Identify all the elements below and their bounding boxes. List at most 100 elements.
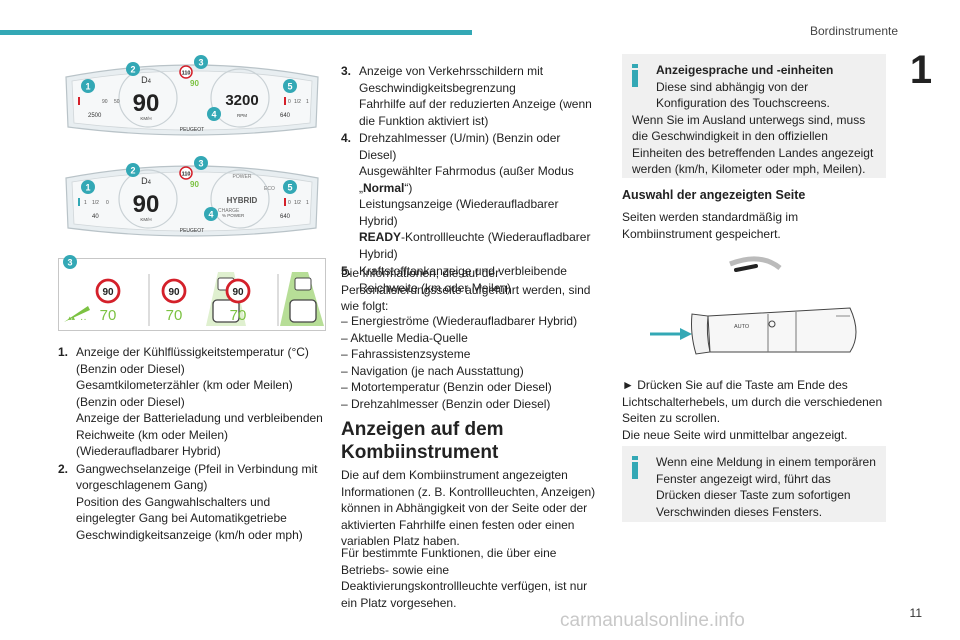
svg-text:▴▴: ▴▴ — [68, 315, 76, 322]
list-item: – Fahrassistenzsysteme — [341, 347, 471, 361]
svg-text:4: 4 — [208, 210, 213, 220]
speed-sign-2-value: 90 — [168, 287, 180, 298]
light-stalk-figure: AUTO — [640, 252, 868, 372]
hybrid-label: HYBRID — [227, 196, 258, 205]
speed-readout: 90 — [133, 90, 160, 117]
brand-logo-2: PEUGEOT — [180, 228, 204, 234]
svg-text:5: 5 — [287, 82, 292, 92]
speed-unit-2: KM/H — [140, 217, 151, 222]
fuel-range-value: 640 — [280, 113, 291, 119]
odometer-value: 2500 — [88, 113, 102, 119]
speed-sign-3-value: 90 — [232, 287, 244, 298]
personalisation-list: – Energieströme (Wiederaufladbarer Hybri… — [341, 313, 599, 412]
watermark: carmanualsonline.info — [560, 610, 745, 631]
battery-tick-0: 0 — [106, 200, 109, 206]
header-accent-bar — [0, 30, 472, 35]
section-paragraph-1: Die auf dem Kombiinstrument angezeigten … — [341, 468, 596, 548]
brand-logo: PEUGEOT — [180, 127, 204, 133]
subheading-page-selection: Auswahl der angezeigten Seite — [622, 188, 806, 202]
fuel-tick-half-2: 1/2 — [294, 200, 301, 206]
info-box-language-units: Anzeigesprache und -einheiten Diese sind… — [622, 54, 886, 178]
battery-tick-1: 1 — [84, 200, 87, 206]
temp-tick-50: 50 — [114, 99, 120, 105]
info-box-temporary-window: Wenn eine Meldung in einem temporären Fe… — [622, 446, 886, 522]
gear-indicator: D4 — [141, 75, 152, 85]
rpm-readout: 3200 — [225, 92, 258, 109]
section-heading: Anzeigen auf dem Kombiinstrument — [341, 419, 504, 463]
page-header-title: Bordinstrumente — [809, 24, 898, 38]
section-paragraph-2: Für bestimmte Funktionen, die über eine … — [341, 546, 588, 610]
svg-text:1: 1 — [85, 183, 90, 193]
speed-sign-1-icon — [95, 278, 121, 304]
list-item: 3. Anzeige von Verkehrsschildern mit Ges… — [341, 64, 592, 128]
fuel-tick-0: 0 — [288, 99, 291, 105]
speed-limit-small-2: 90 — [190, 180, 199, 189]
svg-text:3: 3 — [198, 58, 203, 68]
list-item: – Energieströme (Wiederaufladbarer Hybri… — [341, 314, 578, 328]
fuel-tick-0-2: 0 — [288, 200, 291, 206]
road-icon — [64, 306, 90, 322]
step-instruction: ► Drücken Sie auf die Taste am Ende des … — [622, 378, 883, 442]
page-selection-text: Seiten werden standardmäßig im Kombiinst… — [622, 210, 799, 241]
callout-markers-2: 1 2 3 4 5 — [81, 156, 297, 221]
info-icon — [632, 64, 638, 87]
auto-label: AUTO — [734, 324, 750, 330]
list-item: – Motortemperatur (Benzin oder Diesel) — [341, 380, 552, 394]
temperature-gauge-icon — [78, 97, 80, 105]
callout-list-1: 1. Anzeige der Kühlflüssigkeitstemperatu… — [58, 344, 326, 544]
list-item: – Navigation (je nach Ausstattung) — [341, 363, 524, 378]
svg-text:5: 5 — [287, 183, 292, 193]
fuel-tick-1-2: 1 — [306, 200, 309, 206]
list-item: 4. Drehzahlmesser (U/min) (Benzin oder D… — [341, 131, 591, 261]
green-value-2: 70 — [166, 307, 183, 324]
svg-text:3: 3 — [198, 159, 203, 169]
list-item: 2. Gangwechselanzeige (Pfeil in Verbindu… — [58, 461, 318, 542]
list-item: 1. Anzeige der Kühlflüssigkeitstemperatu… — [58, 345, 323, 458]
svg-text:4: 4 — [211, 110, 216, 120]
speed-limit-small: 90 — [190, 79, 199, 88]
green-value-3: 70 — [230, 307, 247, 324]
personalisation-intro: Die Informationen, die auf der Personali… — [341, 266, 591, 313]
gear-indicator-2: D4 — [141, 176, 152, 186]
battery-range-value: 40 — [92, 214, 99, 220]
power-percent-label: % POWER — [222, 213, 245, 218]
light-stalk-icon — [707, 307, 857, 353]
speed-sign-1-value: 90 — [102, 287, 114, 298]
fuel-gauge-icon-2 — [284, 198, 286, 206]
temp-tick-90: 90 — [102, 99, 108, 105]
speed-limit-sign-icon-2 — [179, 166, 193, 180]
svg-text:2: 2 — [130, 65, 135, 75]
instrument-cluster-figure-2: D4 90 KM/H POWER ECO CHARGE HYBRID % POW… — [58, 156, 326, 251]
instrument-cluster-figure-1: D4 90 KM/H 3200 RPM 110 90 90 50 2500 0 … — [58, 55, 326, 150]
svg-text:1: 1 — [85, 82, 90, 92]
signs-callout: 3 — [67, 258, 72, 268]
list-item: – Drehzahlmesser (Benzin oder Diesel) — [341, 396, 551, 411]
car-icon — [212, 299, 240, 323]
callout-markers: 1 2 3 4 5 — [81, 55, 297, 121]
list-item: – Aktuelle Media-Quelle — [341, 330, 468, 345]
fuel-gauge-icon — [284, 97, 286, 105]
power-label: POWER — [233, 174, 252, 180]
fuel-tick-1: 1 — [306, 99, 309, 105]
svg-text:··: ·· — [80, 314, 87, 325]
page-number: 11 — [909, 606, 922, 620]
speed-sign-2-icon — [161, 278, 187, 304]
battery-tick-half: 1/2 — [92, 200, 99, 206]
info-box-title: Anzeigesprache und -einheiten — [656, 63, 834, 77]
callout-list-2: 3. Anzeige von Verkehrsschildern mit Ges… — [341, 63, 599, 297]
rpm-unit: RPM — [237, 113, 247, 118]
speed-limit-value: 110 — [182, 71, 191, 77]
battery-gauge-icon — [78, 198, 80, 206]
svg-text:2: 2 — [130, 166, 135, 176]
speed-limit-sign-icon — [179, 65, 193, 79]
steering-wheel-icon — [729, 256, 782, 271]
chapter-number: 1 — [909, 48, 933, 92]
stalk-button-icon — [691, 313, 711, 355]
fuel-range-value-2: 640 — [280, 214, 291, 220]
charge-label: CHARGE — [218, 208, 240, 214]
traffic-sign-display-figure: 3 ▴▴ ·· 90 70 90 70 90 70 — [58, 254, 326, 332]
list-item: 5. Kraftstofftankanzeige und verbleibend… — [341, 264, 567, 295]
car-assist-icon — [289, 299, 317, 323]
info-icon — [632, 456, 638, 479]
speed-unit: KM/H — [140, 116, 151, 121]
